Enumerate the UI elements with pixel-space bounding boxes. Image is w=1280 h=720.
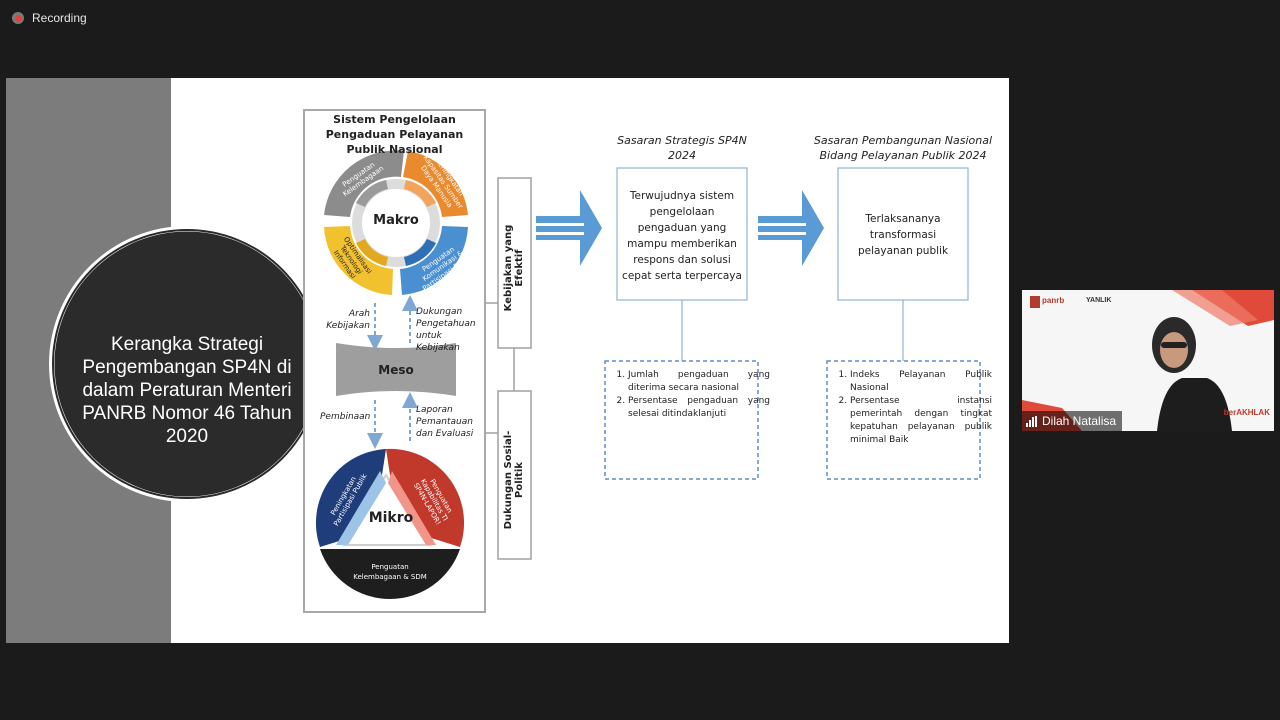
system-box-title: Sistem Pengelolaan Pengaduan Pelayanan P… [325, 113, 464, 156]
participant-name: Dilah Natalisa [1042, 414, 1117, 428]
dukungan-pengetahuan-label: Dukungan Pengetahuan untuk Kebijakan [416, 307, 476, 353]
laporan-label: Laporan Pemantauan dan Evaluasi [416, 405, 474, 439]
sasaran-pembangunan-header-line2: Bidang Pelayanan Publik 2024 [819, 149, 987, 162]
dukungan-sosial-politik-label: Dukungan Sosial-Politik [503, 430, 525, 530]
recording-indicator: Recording [12, 11, 87, 25]
record-icon [12, 12, 24, 24]
signal-icon [1026, 415, 1037, 427]
kebijakan-efektif-label: Kebijakan yang Efektif [503, 224, 525, 312]
sasaran-pembangunan-box: Terlaksananya transformasi pelayanan pub… [857, 213, 949, 257]
meso-label: Meso [378, 363, 414, 377]
shared-slide: Kerangka Strategi Pengembangan SP4N di d… [6, 78, 1009, 643]
strategis-indicators: Jumlah pengaduan yang diterima secara na… [610, 369, 770, 421]
recording-label: Recording [32, 11, 87, 25]
sasaran-strategis-header: Sasaran Strategis SP4N 2024 [602, 133, 762, 163]
sasaran-strategis-box: Terwujudnya sistem pengelolaan pengaduan… [622, 190, 742, 282]
arrow-to-strategis [536, 190, 602, 266]
arah-kebijakan-label: Arah Kebijakan [326, 309, 370, 331]
slide-graphics [49, 109, 981, 613]
sasaran-strategis-header-line1: Sasaran Strategis SP4N [617, 134, 747, 147]
makro-label: Makro [373, 213, 419, 228]
pembinaan-label: Pembinaan [320, 412, 371, 422]
makro-donut [324, 150, 468, 295]
arrow-to-pembangunan [758, 190, 824, 266]
pembangunan-indicators: Indeks Pelayanan Publik Nasional Persent… [832, 369, 992, 447]
sasaran-strategis-header-line2: 2024 [668, 149, 696, 162]
list-item: Persentase instansi pemerintah dengan ti… [850, 395, 992, 447]
list-item: Jumlah pengaduan yang diterima secara na… [628, 369, 770, 395]
mikro-segment-bottom: Penguatan Kelembagaan & SDM [353, 563, 427, 581]
yanlik-logo: YANLIK [1086, 297, 1112, 304]
berakhlak-logo: berAKHLAK [1223, 408, 1270, 417]
meso-banner [336, 343, 456, 396]
participant-video-tile[interactable]: panrb YANLIK berAKHLAK Dilah Natalisa [1022, 290, 1274, 431]
list-item: Indeks Pelayanan Publik Nasional [850, 369, 992, 395]
sasaran-pembangunan-header: Sasaran Pembangunan Nasional Bidang Pela… [812, 133, 994, 163]
sasaran-pembangunan-header-line1: Sasaran Pembangunan Nasional [813, 134, 993, 147]
panrb-logo: panrb [1042, 296, 1065, 305]
mikro-label: Mikro [368, 510, 414, 526]
mikro-circle [315, 448, 465, 599]
slide-title: Kerangka Strategi Pengembangan SP4N di d… [82, 333, 292, 447]
list-item: Persentase pengaduan yang selesai ditind… [628, 395, 770, 421]
participant-name-tag: Dilah Natalisa [1022, 411, 1123, 431]
